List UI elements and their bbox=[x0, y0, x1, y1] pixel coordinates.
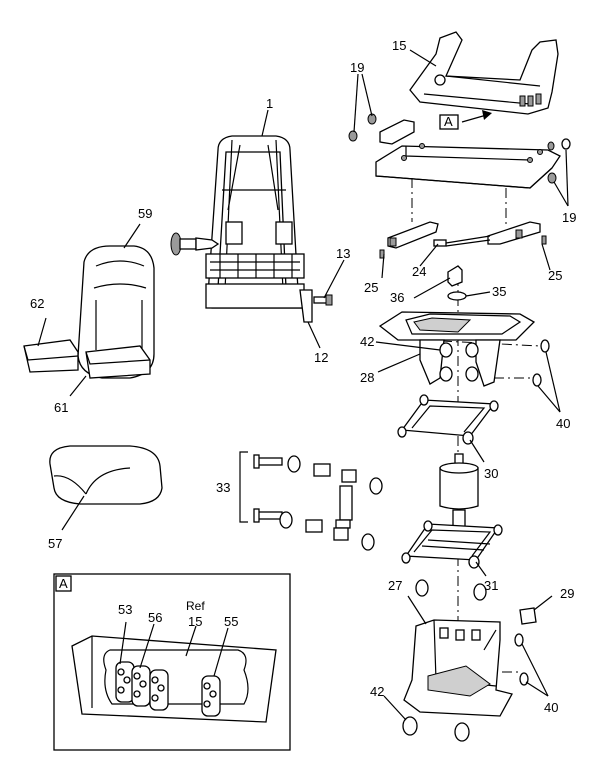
shock-absorber bbox=[439, 453, 479, 531]
washer-35 bbox=[447, 291, 467, 301]
callout-12: 12 bbox=[314, 350, 328, 365]
view-a-inset-tag: A bbox=[59, 576, 68, 591]
seat-cushion bbox=[23, 245, 155, 379]
lower-washers bbox=[415, 579, 487, 601]
callout-24: 24 bbox=[412, 264, 426, 279]
callout-19-top: 19 bbox=[350, 60, 364, 75]
inset-callout-15: 15 bbox=[188, 614, 202, 629]
screw-icon bbox=[313, 294, 333, 306]
callout-25-right: 25 bbox=[548, 268, 562, 283]
adjust-lever bbox=[433, 235, 491, 247]
seat-pan bbox=[409, 31, 559, 115]
inset-callout-55: 55 bbox=[224, 614, 238, 629]
clip-29 bbox=[519, 607, 537, 625]
bushing-40-lower bbox=[514, 633, 529, 686]
callout-28: 28 bbox=[360, 370, 374, 385]
callout-19-right: 19 bbox=[562, 210, 576, 225]
callout-27: 27 bbox=[388, 578, 402, 593]
callout-33: 33 bbox=[216, 480, 230, 495]
seat-back-frame bbox=[205, 135, 313, 323]
hardware-kit-33 bbox=[239, 451, 383, 551]
callout-57: 57 bbox=[48, 536, 62, 551]
bottom-cushion bbox=[49, 445, 163, 505]
upper-mount-plate bbox=[378, 311, 536, 387]
callout-59: 59 bbox=[138, 206, 152, 221]
upper-link-30 bbox=[397, 394, 499, 445]
callout-13: 13 bbox=[336, 246, 350, 261]
callout-29: 29 bbox=[560, 586, 574, 601]
callout-62: 62 bbox=[30, 296, 44, 311]
callout-42-lower: 42 bbox=[370, 684, 384, 699]
inset-callout-53: 53 bbox=[118, 602, 132, 617]
seat-base-27 bbox=[403, 619, 513, 717]
recline-knob-icon bbox=[170, 232, 220, 256]
inset-ref-label: Ref bbox=[186, 599, 205, 613]
slide-rail-right bbox=[487, 221, 547, 245]
fitting-36 bbox=[447, 265, 463, 287]
leader-lines bbox=[37, 49, 569, 721]
view-a-tag: A bbox=[444, 114, 453, 129]
callout-25-left: 25 bbox=[364, 280, 378, 295]
mount-feet-42 bbox=[402, 716, 470, 742]
inset-callout-56: 56 bbox=[148, 610, 162, 625]
callout-61: 61 bbox=[54, 400, 68, 415]
view-a-inset: A 53 56 Ref 15 55 bbox=[53, 573, 291, 751]
slide-rail-left bbox=[379, 221, 439, 259]
callout-31: 31 bbox=[484, 578, 498, 593]
lower-link-31 bbox=[401, 520, 503, 569]
callout-15: 15 bbox=[392, 38, 406, 53]
view-a-reference: A bbox=[439, 110, 492, 130]
callout-40-upper: 40 bbox=[556, 416, 570, 431]
callout-labels: 1 12 13 15 19 19 24 25 25 27 28 29 30 31… bbox=[30, 38, 576, 715]
callout-40-lower: 40 bbox=[544, 700, 558, 715]
callout-1: 1 bbox=[266, 96, 273, 111]
seat-slide-frame bbox=[375, 138, 571, 189]
callout-36: 36 bbox=[390, 290, 404, 305]
callout-35: 35 bbox=[492, 284, 506, 299]
callout-42-upper: 42 bbox=[360, 334, 374, 349]
bushing-40-upper bbox=[532, 339, 550, 387]
bracket-19 bbox=[348, 113, 415, 145]
callout-30: 30 bbox=[484, 466, 498, 481]
